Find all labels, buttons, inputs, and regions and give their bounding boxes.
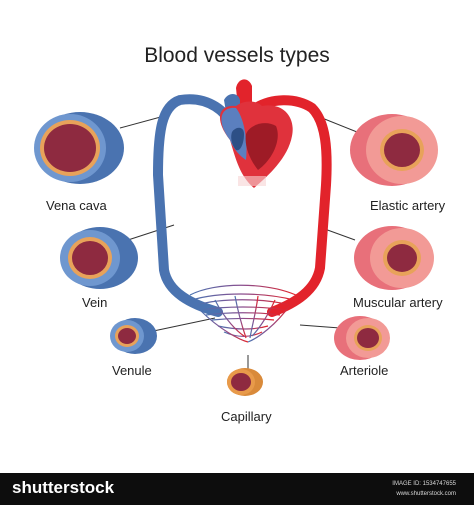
arteriole-cross-section <box>334 316 390 360</box>
label-elastic-artery: Elastic artery <box>370 198 446 213</box>
image-id: IMAGE ID: 1534747655 <box>392 481 456 487</box>
label-venule: Venule <box>112 363 152 378</box>
label-vena-cava: Vena cava <box>46 198 107 213</box>
site-url: www.shutterstock.com <box>396 491 456 497</box>
page-title: Blood vessels types <box>144 44 330 67</box>
label-vein: Vein <box>82 295 108 310</box>
blood-vessels-diagram <box>34 79 438 396</box>
elastic-artery-cross-section <box>350 114 438 186</box>
capillary-bed <box>189 284 297 343</box>
label-muscular-artery: Muscular artery <box>353 295 443 310</box>
venous-vessel <box>152 94 243 317</box>
vena-cava-cross-section <box>34 112 124 184</box>
venule-cross-section <box>110 318 157 354</box>
arterial-vessel <box>245 95 332 317</box>
vein-cross-section <box>60 227 138 289</box>
brand-logo-text: shutterstock <box>12 478 115 497</box>
footer-bar: shutterstock IMAGE ID: 1534747655 www.sh… <box>0 473 474 505</box>
label-arteriole: Arteriole <box>340 363 389 378</box>
label-capillary: Capillary <box>221 409 272 424</box>
heart-illustration <box>219 79 293 188</box>
capillary-cross-section <box>227 368 263 396</box>
muscular-artery-cross-section <box>354 226 434 290</box>
